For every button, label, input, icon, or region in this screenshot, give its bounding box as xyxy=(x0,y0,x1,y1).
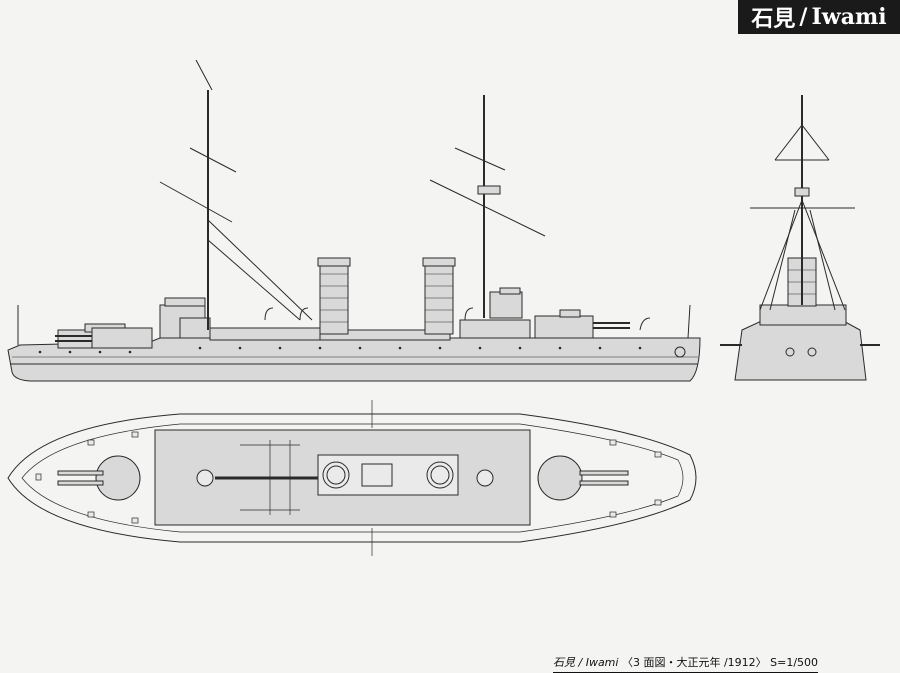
front-view xyxy=(720,95,880,381)
side-fore-turret xyxy=(91,327,153,349)
caption-scale: S=1/500 xyxy=(770,656,819,669)
front-hull xyxy=(734,317,867,381)
title-banner: 石見 / Iwami xyxy=(738,0,900,34)
caption-name: 石見 / Iwami xyxy=(553,656,619,669)
side-elevation xyxy=(7,59,701,382)
plan-aft-turret xyxy=(537,455,583,501)
title-en: Iwami xyxy=(811,4,887,30)
title-jp: 石見 xyxy=(751,6,796,32)
side-aft-turret xyxy=(534,315,594,339)
side-hull xyxy=(7,337,701,382)
caption-detail: 〈3 面図・大正元年 /1912〉 xyxy=(621,656,767,669)
plan-fore-turret xyxy=(95,455,141,501)
figure-caption: 石見 / Iwami 〈3 面図・大正元年 /1912〉 S=1/500 xyxy=(553,654,819,673)
plan-view xyxy=(7,400,697,556)
title-separator: / xyxy=(799,4,808,30)
